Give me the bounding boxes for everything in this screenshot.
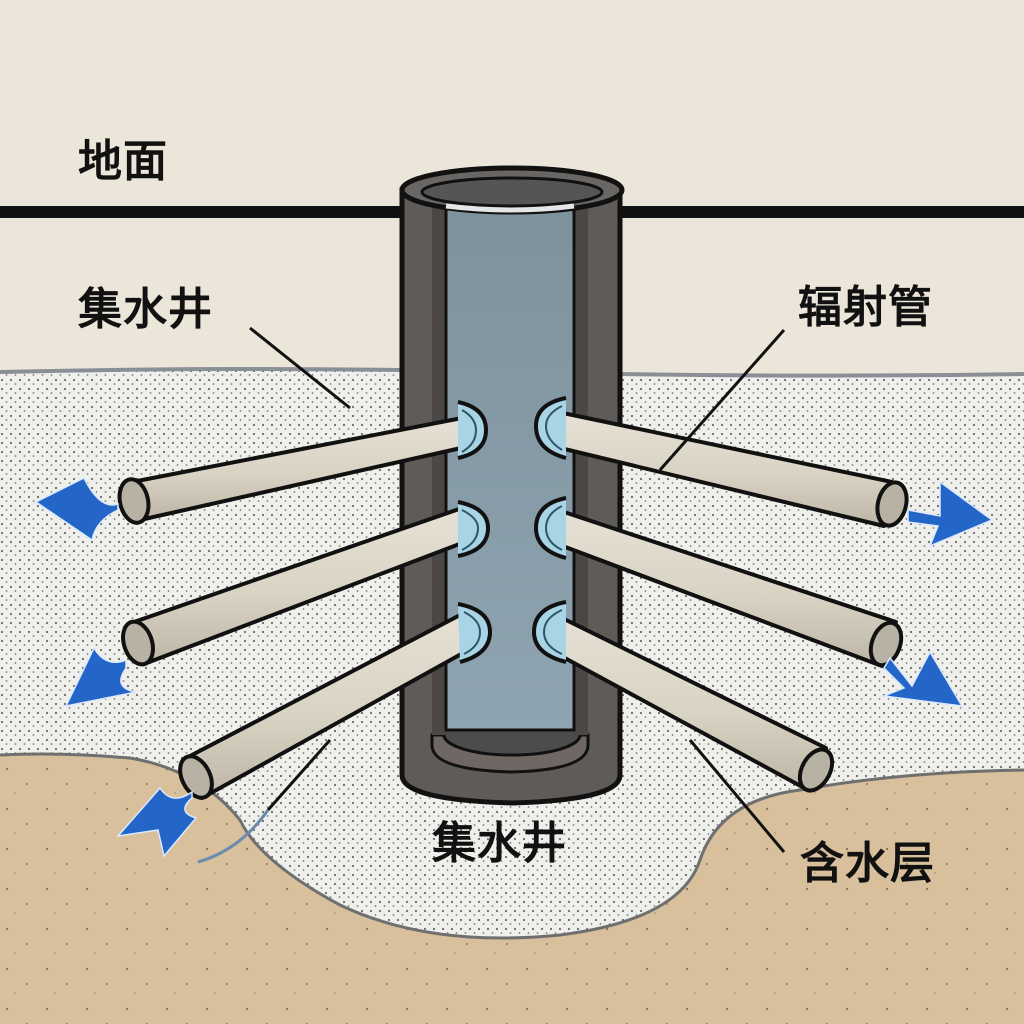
gravel-bottom-border bbox=[0, 752, 1024, 940]
leader-well-top bbox=[249, 326, 351, 410]
gasket-left-1 bbox=[457, 400, 489, 460]
radial-pipes-right bbox=[548, 410, 909, 793]
flow-arrow-left-2 bbox=[64, 646, 137, 708]
gasket-right-1 bbox=[533, 396, 567, 460]
label-aquifer: 含水层 bbox=[800, 838, 935, 889]
aquifer-sand bbox=[0, 754, 1024, 1024]
flow-arrow-right-1 bbox=[907, 480, 994, 548]
leader-bottom-left-tail bbox=[197, 809, 270, 864]
leader-bottom-left bbox=[266, 739, 332, 811]
label-ground: 地面 bbox=[78, 136, 168, 187]
leader-radial bbox=[658, 329, 786, 471]
label-collector-well-top: 集水井 bbox=[78, 284, 213, 335]
leader-aquifer bbox=[688, 739, 786, 853]
leader-lines bbox=[249, 326, 786, 853]
flow-arrow-left-3 bbox=[116, 786, 198, 858]
flow-arrows bbox=[34, 476, 994, 858]
pipe-gaskets bbox=[457, 396, 567, 664]
gasket-left-2 bbox=[457, 500, 491, 558]
gasket-right-2 bbox=[533, 496, 567, 560]
collector-well bbox=[399, 165, 625, 806]
label-radial-pipe: 辐射管 bbox=[798, 282, 933, 333]
gasket-right-3 bbox=[531, 600, 567, 664]
label-collector-well-bottom: 集水井 bbox=[432, 818, 567, 869]
gasket-left-3 bbox=[457, 602, 493, 664]
flow-arrow-right-2 bbox=[881, 650, 964, 707]
flow-arrow-left-1 bbox=[34, 476, 119, 542]
